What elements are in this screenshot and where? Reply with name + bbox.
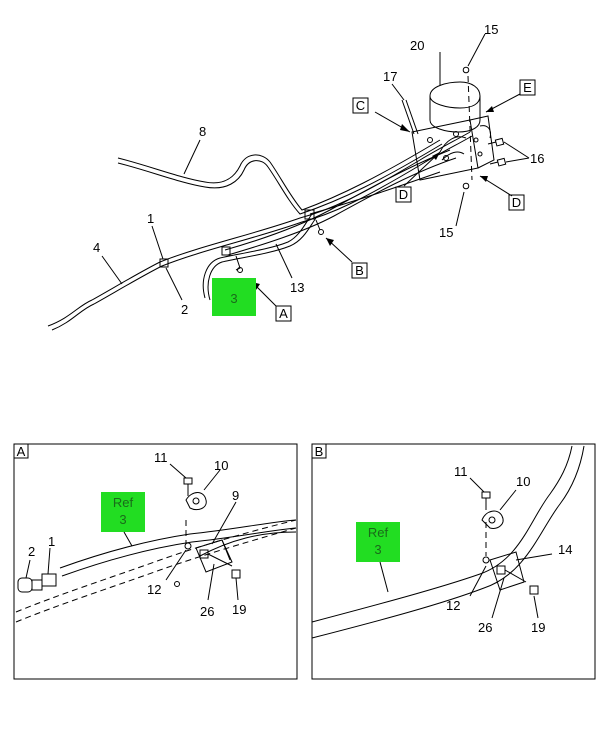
fitting-2-detail-a (17, 577, 33, 593)
main-view: 3 1 2 4 8 13 15 15 16 17 20 A B C D D (47, 22, 544, 331)
detail-b-label-14: 14 (558, 542, 572, 557)
detail-b-label-26: 26 (478, 620, 492, 635)
detail-a-label-11: 11 (154, 450, 168, 465)
svg-text:A: A (279, 306, 288, 321)
label-4: 4 (93, 240, 100, 255)
tube-8 (117, 139, 441, 211)
svg-text:D: D (512, 195, 521, 210)
detail-a-label-26: 26 (200, 604, 214, 619)
bolt-16-upper (487, 137, 505, 147)
detail-a-label-12: 12 (147, 582, 161, 597)
nut-12-detail-b (482, 556, 490, 564)
label-1: 1 (147, 211, 154, 226)
svg-text:B: B (355, 263, 364, 278)
detail-a-label-9: 9 (232, 488, 239, 503)
label-2: 2 (181, 302, 188, 317)
label-13: 13 (290, 280, 304, 295)
detail-a-tag: A (17, 444, 26, 459)
nut-19-detail-b (529, 585, 539, 595)
mounting-bracket (411, 115, 495, 181)
label-8: 8 (199, 124, 206, 139)
bolt-16-lower (489, 157, 507, 167)
clip-10-detail-b (481, 510, 504, 529)
svg-text:3: 3 (374, 542, 381, 557)
svg-text:Ref: Ref (368, 525, 389, 540)
bracket-9 (195, 539, 233, 573)
clamp-a-main (221, 246, 231, 256)
detail-b-label-10: 10 (516, 474, 530, 489)
svg-text:3: 3 (119, 512, 126, 527)
detail-b-tag: B (315, 444, 324, 459)
nut-19-detail-a (231, 569, 241, 579)
svg-text:C: C (356, 98, 365, 113)
clip-10-detail-a (185, 492, 207, 511)
nut-15-bottom (462, 182, 470, 190)
detail-a-label-1: 1 (48, 534, 55, 549)
nut-15-top (462, 66, 470, 74)
label-16: 16 (530, 151, 544, 166)
callout-b[interactable]: B (351, 262, 368, 279)
label-15-bottom: 15 (439, 225, 453, 240)
bolt-11-detail-b (481, 491, 491, 499)
label-20: 20 (410, 38, 424, 53)
nut-12-detail-a (184, 542, 192, 550)
tank-20 (429, 81, 481, 133)
bolt-11-detail-a (183, 477, 193, 485)
fitting-1-detail-a (41, 573, 57, 587)
callout-c[interactable]: C (352, 97, 369, 114)
detail-a-panel: A Ref 3 (13, 443, 298, 680)
tube-4 (47, 131, 471, 327)
clamp-2-main (159, 258, 169, 268)
bracket-14 (489, 551, 525, 591)
detail-b-label-12: 12 (446, 598, 460, 613)
detail-b-panel: B Ref 3 10 11 (311, 443, 596, 680)
highlight-item-3-label: 3 (230, 291, 237, 306)
svg-text:E: E (523, 80, 532, 95)
ref-3-detail-b[interactable] (356, 522, 400, 562)
svg-text:Ref: Ref (113, 495, 134, 510)
tube-13 (202, 213, 313, 299)
label-15-top: 15 (484, 22, 498, 37)
callout-d-right[interactable]: D (508, 194, 525, 211)
detail-a-label-19: 19 (232, 602, 246, 617)
ref-3-detail-a[interactable] (101, 492, 145, 532)
svg-text:D: D (399, 187, 408, 202)
callout-d-left[interactable]: D (395, 186, 412, 203)
clamp-b-main (304, 209, 315, 220)
bolt-26-detail-b (496, 565, 506, 575)
callout-a[interactable]: A (275, 305, 292, 322)
label-17: 17 (383, 69, 397, 84)
detail-b-label-11: 11 (454, 464, 468, 479)
highlight-item-3[interactable] (212, 278, 256, 316)
callout-e[interactable]: E (519, 79, 536, 96)
detail-b-label-19: 19 (531, 620, 545, 635)
detail-a-label-2: 2 (28, 544, 35, 559)
detail-a-label-10: 10 (214, 458, 228, 473)
